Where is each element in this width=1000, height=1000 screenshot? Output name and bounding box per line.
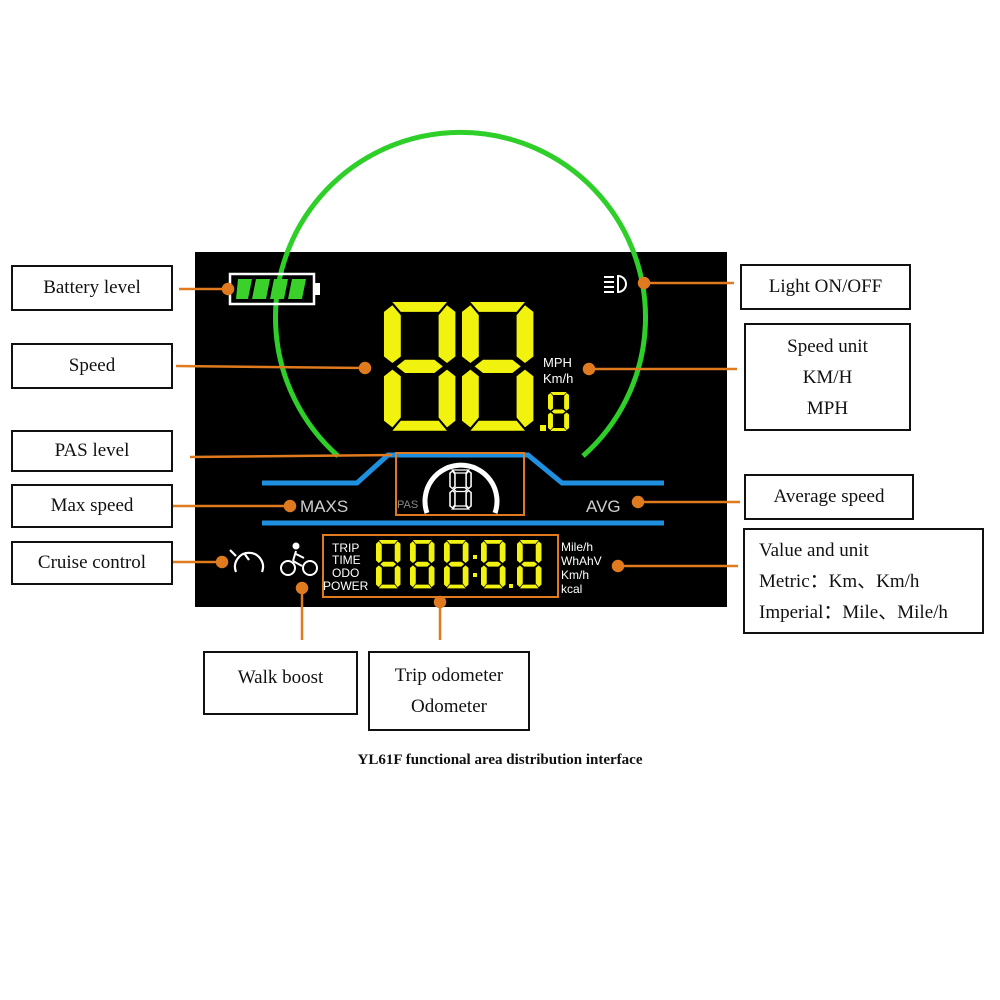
callout-walk-boost: Walk boost <box>203 651 358 715</box>
callout-light-on-off: Light ON/OFF <box>740 264 911 310</box>
odometer-colon-top <box>473 555 477 559</box>
speed-unit-line-1: Speed unit <box>787 335 868 357</box>
pas-arc <box>422 462 500 514</box>
speed-decimal-point <box>540 425 546 431</box>
callout-cruise-control: Cruise control <box>11 541 173 585</box>
callout-value-and-unit: Value and unit Metric：Km、Km/h Imperial：M… <box>743 528 984 634</box>
value-unit-line-3: Imperial：Mile、Mile/h <box>759 601 948 623</box>
callout-trip-odometer: Trip odometer Odometer <box>368 651 530 731</box>
leader-lines <box>172 276 740 640</box>
callout-speed-unit: Speed unit KM/H MPH <box>744 323 911 431</box>
speed-unit-mph: MPH <box>543 355 572 370</box>
speed-unit-kmh: Km/h <box>543 371 573 386</box>
figure-caption: YL61F functional area distribution inter… <box>357 752 643 768</box>
maxs-label: MAXS <box>300 497 348 516</box>
avg-label: AVG <box>586 497 621 516</box>
pas-top-bar <box>262 452 664 486</box>
mode-label-trip: TRIP <box>332 541 359 555</box>
pas-label: PAS <box>397 499 418 511</box>
trip-odometer-line-1: Trip odometer <box>394 665 504 686</box>
odometer-decimal-point <box>509 584 513 588</box>
callout-speed: Speed <box>11 343 173 389</box>
odometer-colon-bottom <box>473 573 477 577</box>
value-unit-line-1: Value and unit <box>759 539 869 561</box>
trip-odometer-line-2: Odometer <box>411 696 487 717</box>
mode-label-power: POWER <box>323 579 369 593</box>
callout-max-speed: Max speed <box>11 484 173 528</box>
mode-label-odo: ODO <box>332 566 359 580</box>
value-unit-kcal: kcal <box>561 582 582 596</box>
mode-label-time: TIME <box>332 553 361 567</box>
speed-unit-line-3: MPH <box>806 397 849 419</box>
callout-battery-level: Battery level <box>11 265 173 311</box>
callout-pas-level: PAS level <box>11 430 173 472</box>
value-unit-whahv: WhAhV <box>561 554 602 568</box>
lcd-screen <box>195 252 727 607</box>
walk-boost-icon <box>280 542 318 576</box>
headlight-icon <box>604 274 627 294</box>
speed-unit-line-2: KM/H <box>802 366 853 388</box>
speed-arc <box>273 129 648 458</box>
pas-highlight-box <box>395 452 525 516</box>
value-unit-kmh: Km/h <box>561 568 589 582</box>
callout-average-speed: Average speed <box>744 474 914 520</box>
value-unit-mileh: Mile/h <box>561 540 593 554</box>
value-unit-line-2: Metric：Km、Km/h <box>759 570 920 592</box>
